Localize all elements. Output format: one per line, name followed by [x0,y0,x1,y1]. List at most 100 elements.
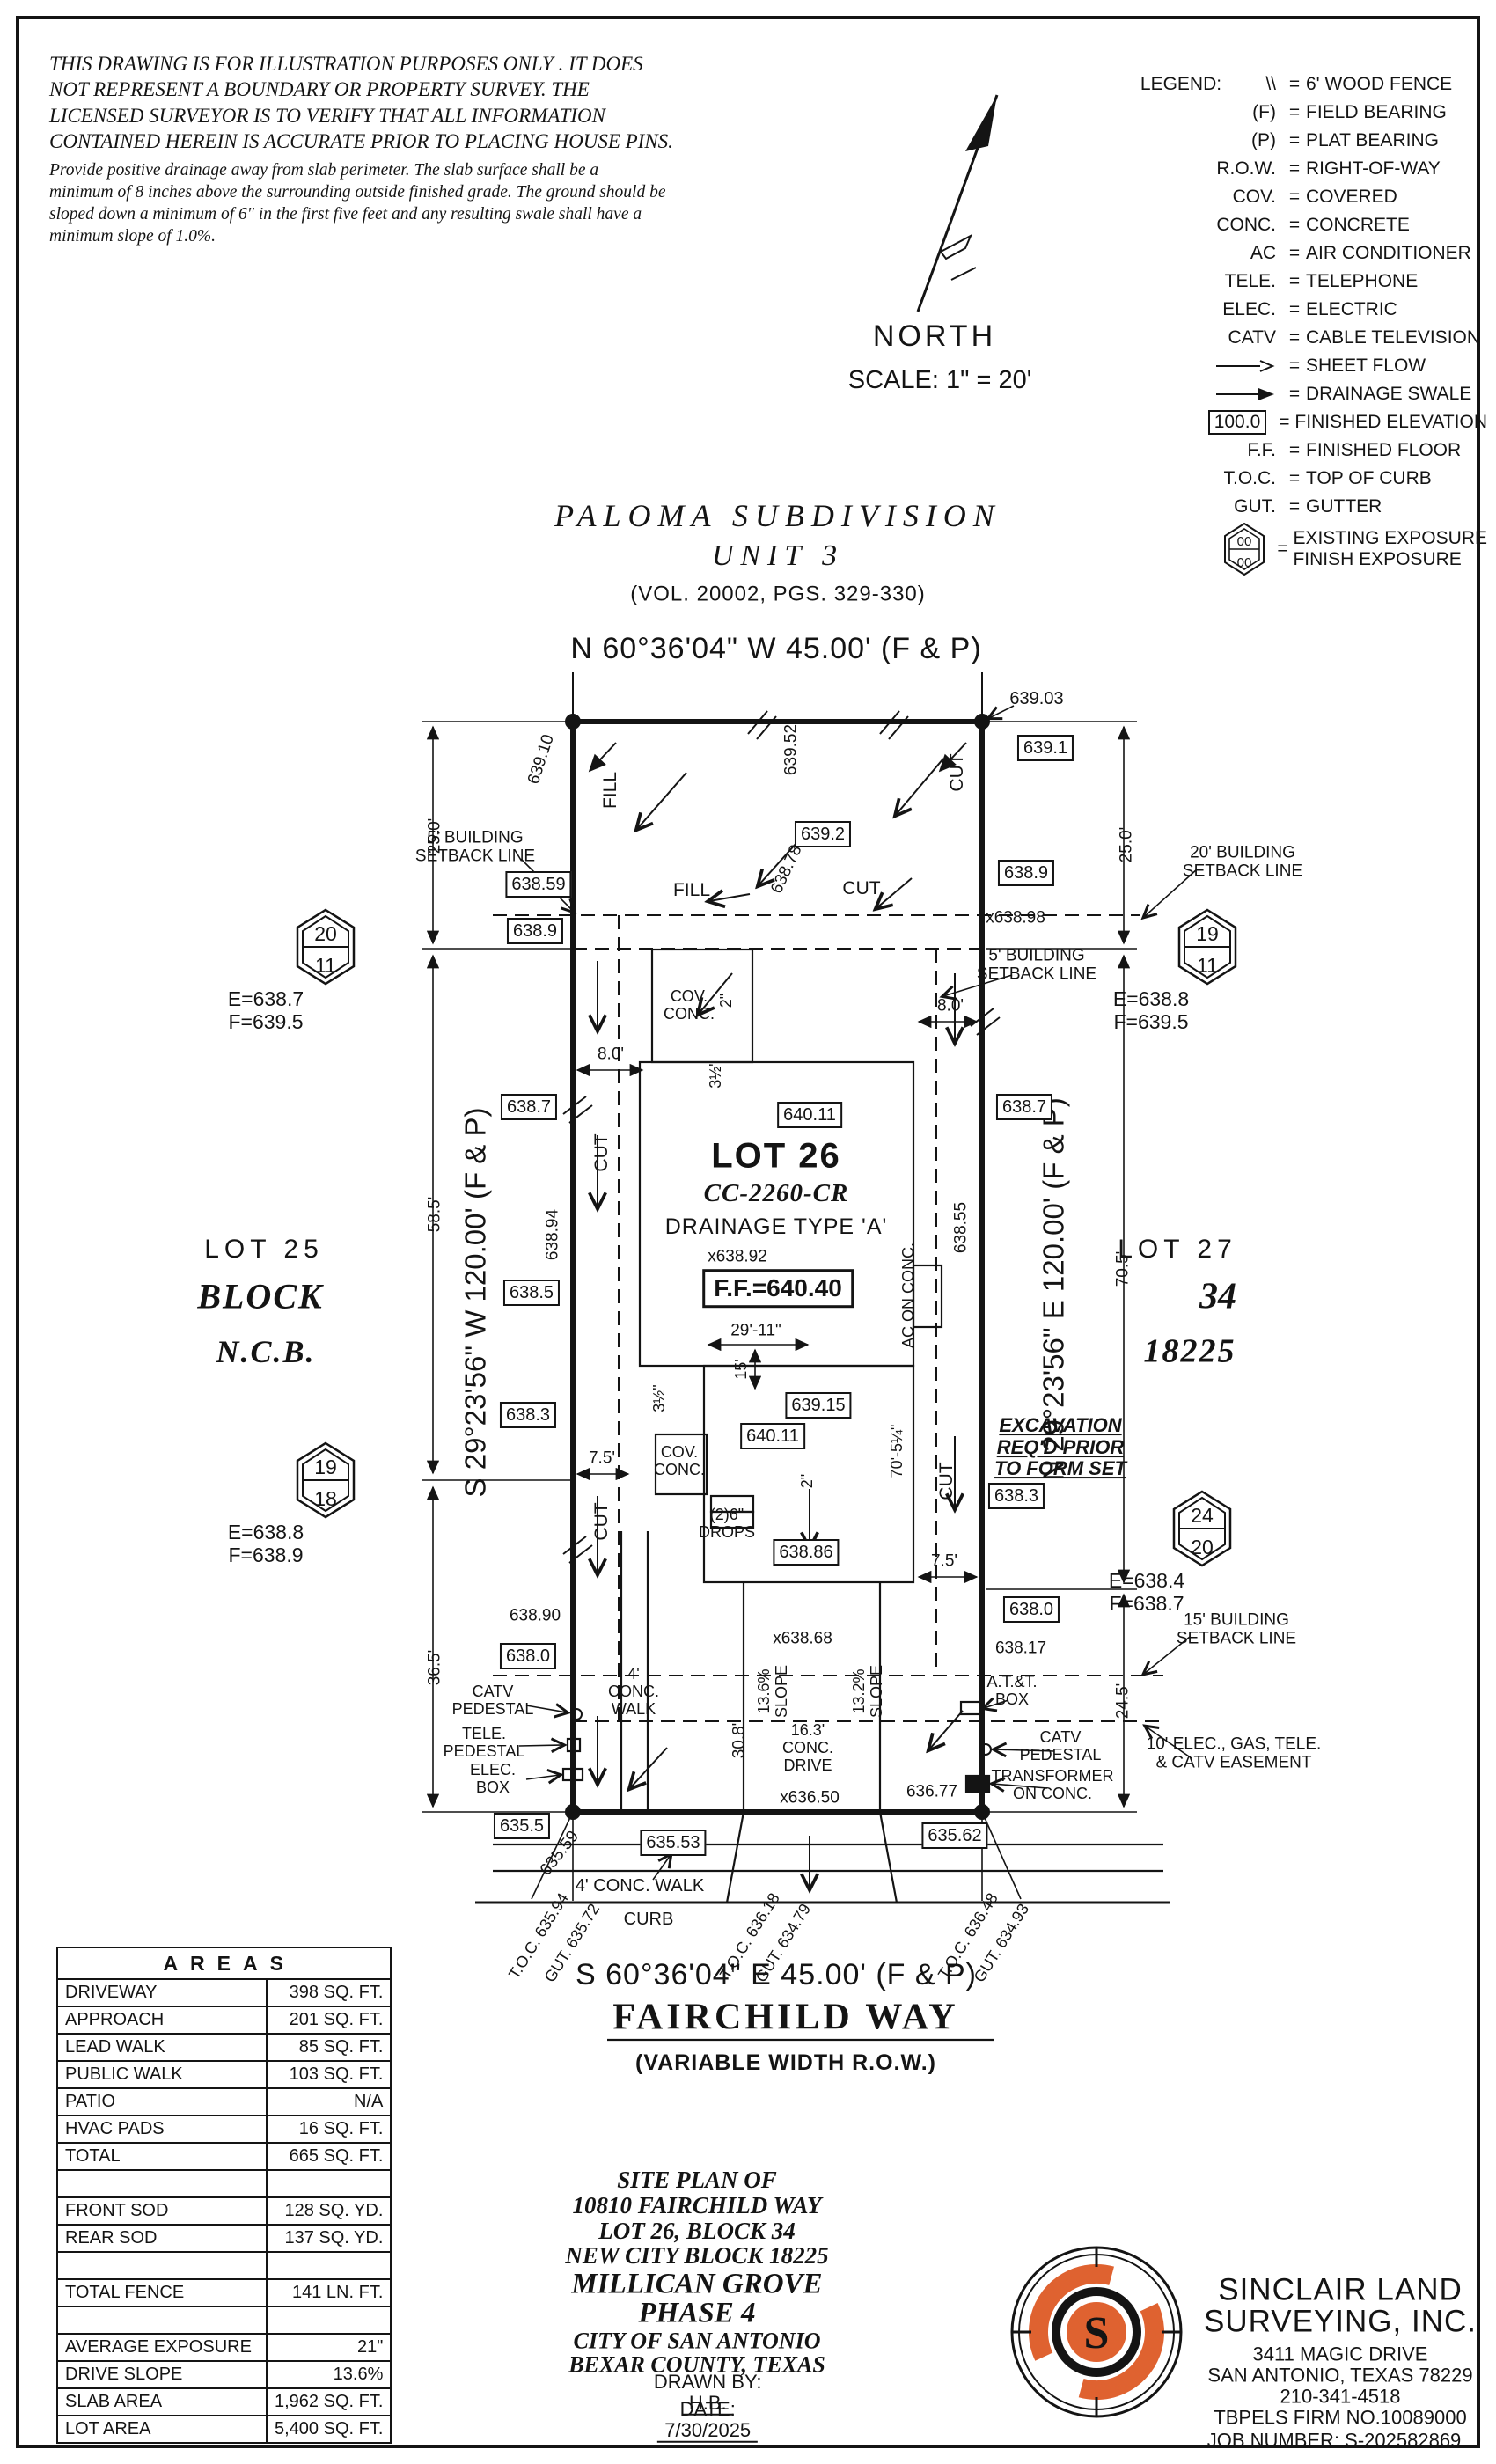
disclaimer-primary: THIS DRAWING IS FOR ILLUSTRATION PURPOSE… [49,53,673,153]
titleblock-city: CITY OF SAN ANTONIO [573,2328,821,2354]
ncb-label: N.C.B. [216,1333,316,1369]
exposure-badge: 19 18 [296,1441,356,1519]
legend-row: ELEC. = ELECTRIC [1222,298,1397,319]
covered-concrete-callout: COV. CONC. [664,986,715,1023]
dimension-label: 36.5' [425,1649,444,1686]
spot-elevation-box: 638.3 [499,1402,557,1428]
firm-name-line1: SINCLAIR LAND [1218,2272,1463,2307]
spot-elevation: 636.77 [906,1782,958,1801]
block-number: 34 [1199,1276,1236,1317]
area-value: 85 SQ. FT. [265,2033,392,2062]
svg-text:11: 11 [315,954,336,977]
legend-row: AC = AIR CONDITIONER [1250,242,1471,263]
spot-elevation-box: 638.5 [502,1280,561,1306]
legend-row: 100.0 = FINISHED ELEVATION [1144,408,1487,436]
area-value: 398 SQ. FT. [265,1978,392,2007]
sheet-flow-icon [1144,359,1283,373]
drawn-by-row: DRAWN BY: H.B. [632,2350,762,2437]
drawn-by-label: DRAWN BY: [653,2370,762,2393]
sheet-flow-arrows [590,742,967,1888]
public-walk-callout: 4' CONC. WALK [575,1875,705,1896]
svg-text:24: 24 [1191,1504,1214,1527]
dimension-label: 29'-11" [730,1321,781,1340]
table-row [56,2169,392,2198]
finished-floor-box: F.F.=640.40 [702,1269,854,1308]
exposure-existing-value: E=638.4 [1108,1569,1185,1593]
dimension-label: 24.5' [1113,1683,1133,1720]
exposure-badge: 19 11 [1177,908,1237,986]
spot-elevation-box: 638.7 [500,1094,558,1120]
spot-elevation: 638.90 [509,1606,561,1625]
lot-boundary [531,672,1022,1901]
spot-elevation: x638.98 [986,908,1045,928]
spot-elevation: 639.52 [781,723,801,776]
tele-pedestal-callout: TELE. PEDESTAL [443,1724,525,1760]
dimension-label: 2" [716,993,735,1008]
spot-elevation-box: 638.9 [506,918,564,944]
area-label [56,2169,268,2198]
legend-row: TELE. = TELEPHONE [1224,270,1419,291]
legend-row: GUT. = GUTTER [1234,495,1382,517]
firm-address2: SAN ANTONIO, TEXAS 78229 [1207,2364,1473,2387]
spot-elevation-box: 639.2 [794,821,852,847]
slope-label: 13.2% SLOPE [849,1664,885,1719]
dimension-label: 25.0' [1117,826,1136,863]
drainage-swale-icon [1144,387,1283,401]
street-name: FAIRCHILD WAY [612,1997,959,2038]
legend-row: F.F. = FINISHED FLOOR [1247,439,1462,460]
setback-label: 15' BUILDING SETBACK LINE [1176,1610,1297,1648]
leader-arrows [518,705,1198,1881]
setback-label: 20' BUILDING SETBACK LINE [1182,843,1303,881]
dimension-lines [422,721,1137,1813]
ff-spot-elevation: x638.92 [708,1247,767,1266]
legend-row: CONC. = CONCRETE [1216,214,1410,235]
svg-text:19: 19 [1196,922,1219,945]
elec-box-callout: ELEC. BOX [469,1760,517,1796]
spot-elevation-box: 638.0 [499,1643,557,1669]
area-value: 16 SQ. FT. [265,2115,392,2144]
exposure-existing-value: E=638.7 [227,987,304,1011]
area-value: 137 SQ. YD. [265,2224,392,2253]
dimension-label: 3½" [706,1060,724,1089]
area-label: DRIVE SLOPE [56,2360,268,2389]
setback-label: 5' BUILDING SETBACK LINE [414,828,536,866]
lot-drainage-type: DRAINAGE TYPE 'A' [664,1214,888,1239]
spot-elevation-box: 638.59 [505,871,572,898]
spot-elevation-box: 635.53 [640,1830,707,1856]
spot-elevation-box: 639.1 [1016,735,1074,761]
dimension-label: 15' [731,1359,750,1380]
area-value: 13.6% [265,2360,392,2389]
ac-pad-callout: AC ON CONC. [898,1242,917,1349]
dimension-label: 25.0' [425,818,444,854]
area-label: HVAC PADS [56,2115,268,2144]
finished-elevation-symbol: 100.0 [1144,410,1273,435]
drawn-by-value: H.B. [681,2392,734,2416]
spot-elevation: 638.55 [951,1201,971,1254]
area-value: 21" [265,2333,392,2362]
cut-label: CUT [936,1462,957,1500]
legend-title: LEGEND: [1140,74,1222,95]
firm-name-line2: SURVEYING, INC. [1204,2304,1477,2339]
dimension-label: 2" [797,1473,816,1489]
walk-strip-callout: 4' CONC. WALK [608,1664,659,1719]
legend-row: T.O.C. = TOP OF CURB [1223,467,1432,488]
fill-label: FILL [600,771,621,810]
att-box-callout: A.T.&T. BOX [986,1672,1038,1708]
legend-row: R.O.W. = RIGHT-OF-WAY [1216,158,1441,179]
dimension-label: 30.8' [730,1722,749,1759]
svg-text:20: 20 [314,922,337,945]
dimension-label: 70.5' [1113,1250,1133,1287]
setback-label: 5' BUILDING SETBACK LINE [976,946,1097,984]
bearing-west: S 29°23'56" W 120.00' (F & P) [458,1107,492,1498]
exposure-badge: 20 11 [296,908,356,986]
exposure-finish-value: F=639.5 [228,1010,304,1034]
disclaimer-drainage: Provide positive drainage away from slab… [49,161,666,246]
